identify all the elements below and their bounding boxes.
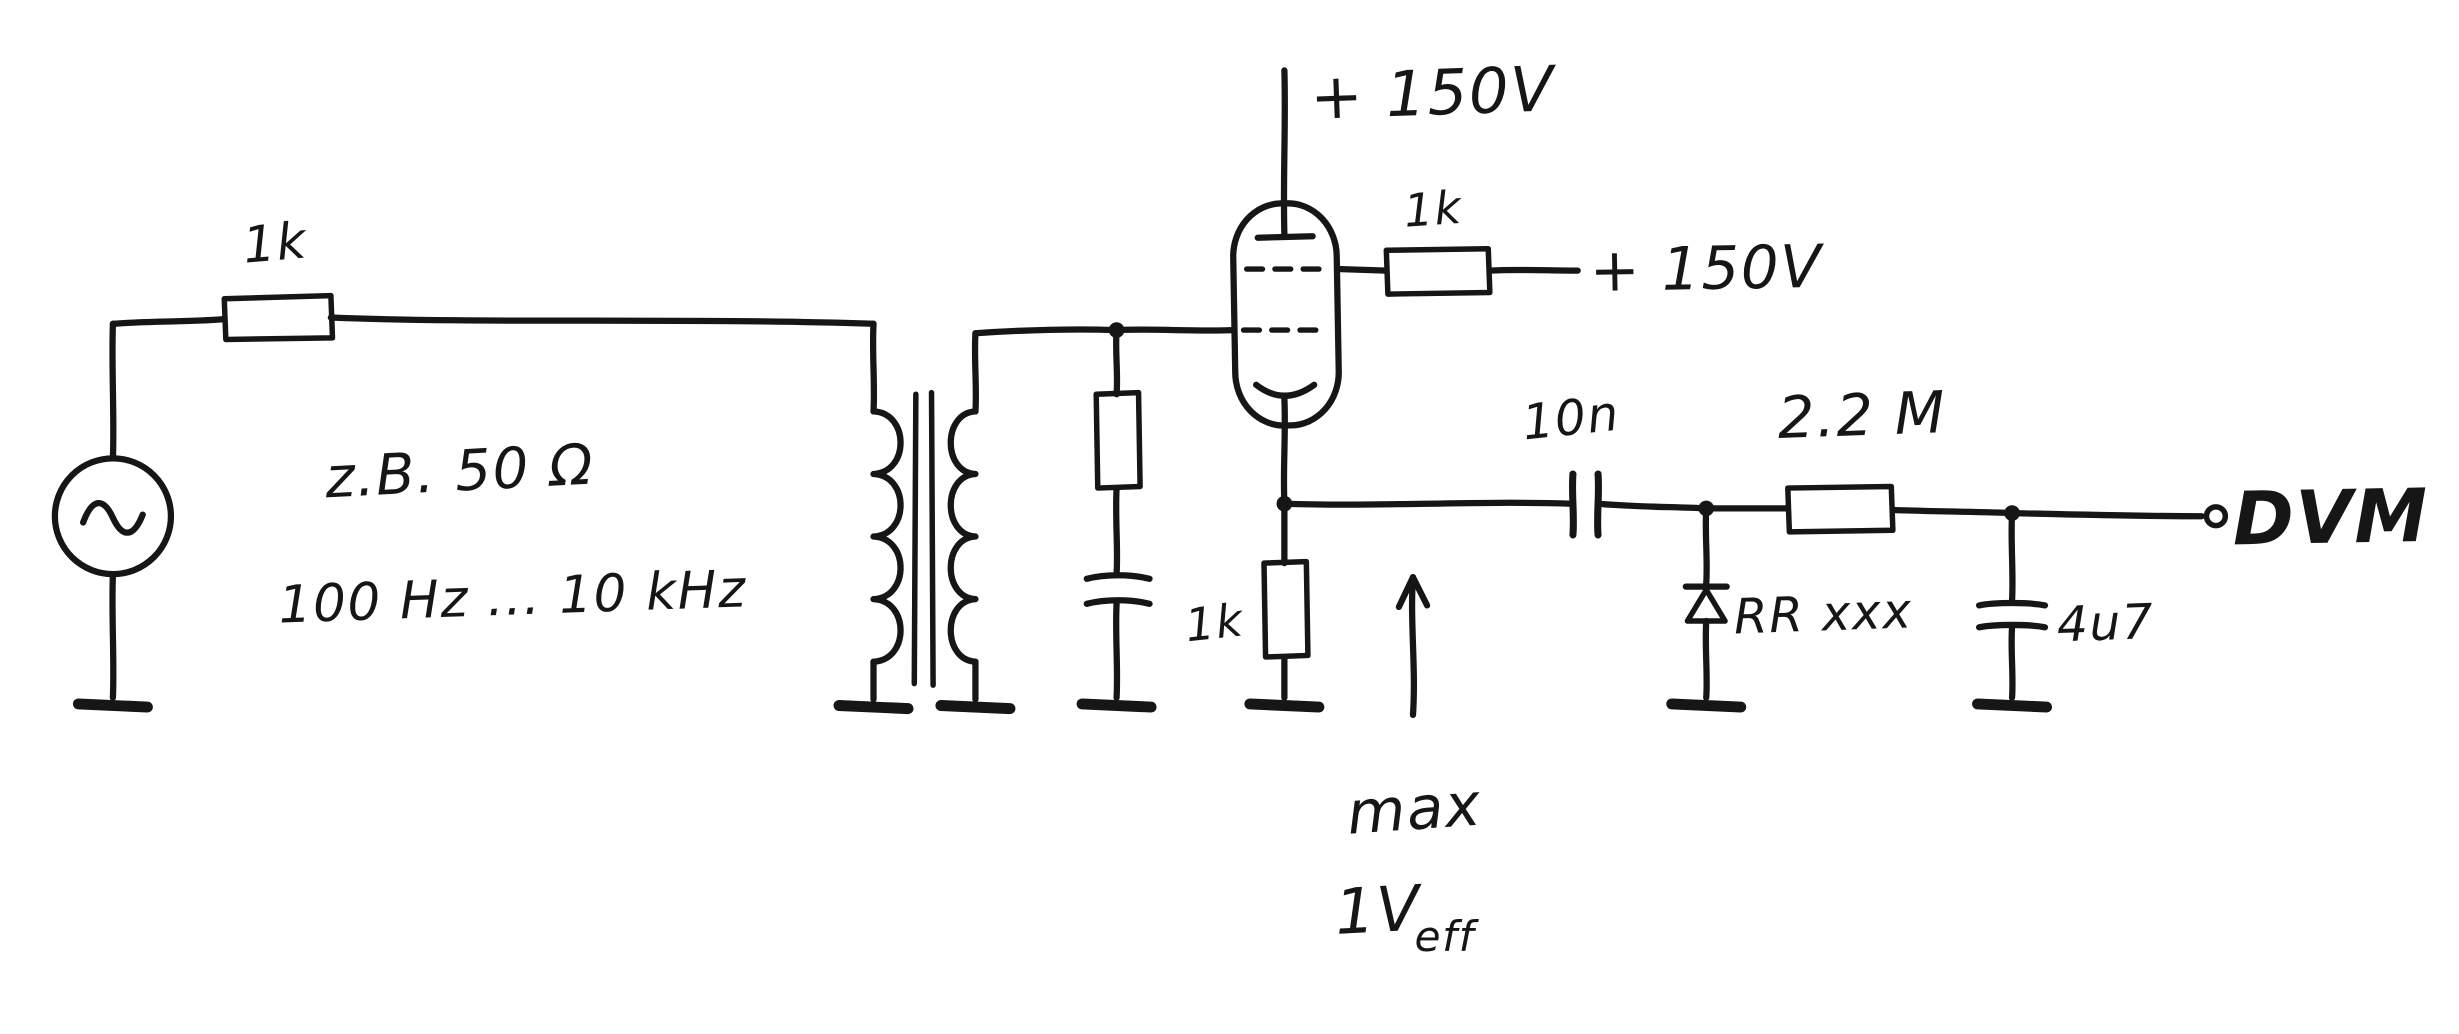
resistor-box	[1261, 558, 1311, 660]
output-terminal: DVM	[2008, 474, 2430, 562]
wire-segment	[1334, 265, 1390, 274]
source-impedance-label: z.B. 50 Ω	[323, 433, 596, 512]
wire-segment	[2008, 509, 2205, 520]
coupling-capacitor-symbol: 10n	[1520, 386, 1710, 539]
level-value-label: 1V	[1333, 871, 1425, 948]
level-max-label: max	[1345, 771, 1484, 849]
resistor-box	[221, 292, 336, 343]
detector-diode-branch: RR xxx	[1666, 500, 1914, 713]
series-resistor-symbol: 2.2 M	[1703, 378, 2016, 535]
grid-network	[972, 322, 1238, 713]
wire-segment	[109, 570, 117, 701]
filter-capacitor-label: 4u7	[2056, 594, 2155, 653]
level-annotation: max 1V eff	[1333, 574, 1484, 961]
cathode-resistor-label: 1k	[1183, 594, 1247, 653]
ground-symbol	[833, 700, 914, 715]
anode-plate	[1254, 233, 1316, 241]
output-device-label: DVM	[2232, 474, 2430, 562]
screen-supply-label: + 150V	[1589, 233, 1826, 306]
anode-lead	[1280, 67, 1288, 238]
ground-symbol	[1244, 698, 1325, 713]
cathode-curve	[1253, 381, 1318, 399]
capacitor-plate	[1975, 599, 2049, 609]
capacitor-plate	[1083, 597, 1153, 607]
wire-segment	[1113, 326, 1238, 334]
arrowhead	[1409, 574, 1431, 609]
wire-segment	[1112, 600, 1121, 701]
wire-segment	[1702, 505, 1710, 587]
wire-segment	[972, 326, 1120, 337]
wire-segment	[2008, 509, 2016, 604]
arrowhead	[1395, 574, 1417, 611]
resistor-box	[1785, 483, 1896, 535]
wire-segment	[1112, 484, 1121, 578]
ground-symbol	[1972, 698, 2053, 713]
level-subscript-label: eff	[1415, 912, 1480, 961]
wire-segment	[971, 330, 980, 415]
screen-resistor-branch: 1k + 150V	[1334, 181, 1826, 306]
ac-source-symbol	[51, 320, 175, 713]
filter-capacitor-branch: 4u7	[1972, 505, 2155, 713]
series-resistor-label: 2.2 M	[1776, 378, 1947, 452]
input-resistor-label: 1k	[241, 210, 310, 274]
capacitor-plate	[1568, 470, 1577, 539]
wire-segment	[109, 320, 117, 462]
transformer-symbol	[833, 320, 1016, 715]
cathode-resistor-branch: 1k	[1183, 495, 1325, 713]
capacitor-plate	[1083, 572, 1153, 582]
ground-symbol	[935, 700, 1016, 715]
ground-symbol	[1666, 698, 1747, 713]
secondary-coil	[947, 408, 979, 665]
input-resistor-symbol: 1k	[109, 210, 877, 343]
terminal-circle	[2203, 504, 2229, 529]
triode-tube-symbol	[1230, 67, 1342, 507]
sine-wave-icon	[79, 500, 146, 536]
diode-triangle	[1684, 587, 1728, 624]
screen-resistor-label: 1k	[1402, 181, 1464, 238]
wire-segment	[1281, 499, 1575, 508]
wire-segment	[1594, 500, 1710, 512]
core-line	[911, 391, 919, 687]
wire-segment	[109, 315, 228, 327]
ground-symbol	[1076, 698, 1157, 713]
frequency-range-label: 100 Hz ... 10 kHz	[278, 559, 749, 635]
wire-segment	[327, 314, 877, 327]
wire-segment	[2008, 624, 2016, 701]
resistor-box	[1383, 245, 1493, 297]
wire-segment	[1889, 506, 2016, 517]
wire-segment	[1486, 266, 1581, 274]
wire-segment	[1112, 326, 1121, 398]
anode-supply-label: + 150V	[1309, 52, 1559, 133]
resistor-box	[1093, 389, 1143, 491]
core-line	[928, 389, 936, 688]
wire-segment	[869, 320, 878, 415]
wire-segment	[1702, 617, 1710, 701]
diode-label: RR xxx	[1733, 583, 1914, 645]
level-arrow	[1408, 574, 1418, 719]
ground-symbol	[72, 698, 153, 713]
coupling-capacitor-label: 10n	[1520, 386, 1623, 452]
primary-coil	[870, 408, 904, 665]
cathode-lead	[1280, 395, 1288, 507]
